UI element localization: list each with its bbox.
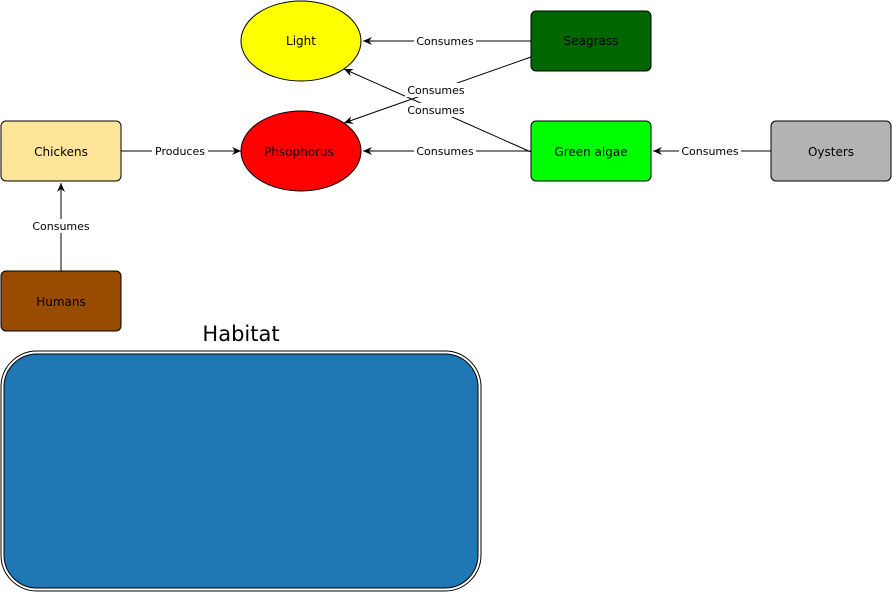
edge-label-green-algae-phosphorus: Consumes <box>416 145 474 158</box>
edge-labels: Consumes Consumes Consumes Consumes Cons… <box>29 34 741 233</box>
edge-label-chickens-phosphorus: Produces <box>155 145 205 158</box>
node-light-shape[interactable] <box>240 0 362 82</box>
node-green-algae-shape[interactable] <box>530 120 652 182</box>
node-seagrass-shape[interactable] <box>530 10 652 72</box>
node-phosphorus-shape[interactable] <box>240 110 362 192</box>
node-light-label: Light <box>286 34 316 48</box>
node-oysters-label: Oysters <box>808 145 854 159</box>
edge-label-oysters-green-algae: Consumes <box>681 145 739 158</box>
edge-label-seagrass-phosphorus: Consumes <box>407 84 465 97</box>
node-chickens-label: Chickens <box>34 145 88 159</box>
node-chickens[interactable]: Chickens <box>0 120 122 182</box>
habitat-container[interactable]: Habitat <box>0 322 482 592</box>
node-oysters[interactable]: Oysters <box>770 120 892 182</box>
node-seagrass[interactable]: Seagrass <box>530 10 652 72</box>
node-oysters-shape[interactable] <box>770 120 892 182</box>
habitat-title: Habitat <box>202 322 279 346</box>
node-light[interactable]: Light <box>240 0 362 82</box>
node-humans-shape[interactable] <box>0 270 122 332</box>
edge-label-seagrass-light: Consumes <box>416 35 474 48</box>
node-phosphorus-label: Phsophorus <box>264 145 334 159</box>
node-green-algae[interactable]: Green algae <box>530 120 652 182</box>
habitat-border <box>0 350 482 592</box>
node-humans[interactable]: Humans <box>0 270 122 332</box>
node-seagrass-label: Seagrass <box>564 34 619 48</box>
habitat-area[interactable] <box>3 353 479 589</box>
node-phosphorus[interactable]: Phsophorus <box>240 110 362 192</box>
node-chickens-shape[interactable] <box>0 120 122 182</box>
edge-label-green-algae-light: Consumes <box>407 104 465 117</box>
node-humans-label: Humans <box>36 295 86 309</box>
edge-label-humans-chickens: Consumes <box>32 220 90 233</box>
node-green-algae-label: Green algae <box>554 145 627 159</box>
